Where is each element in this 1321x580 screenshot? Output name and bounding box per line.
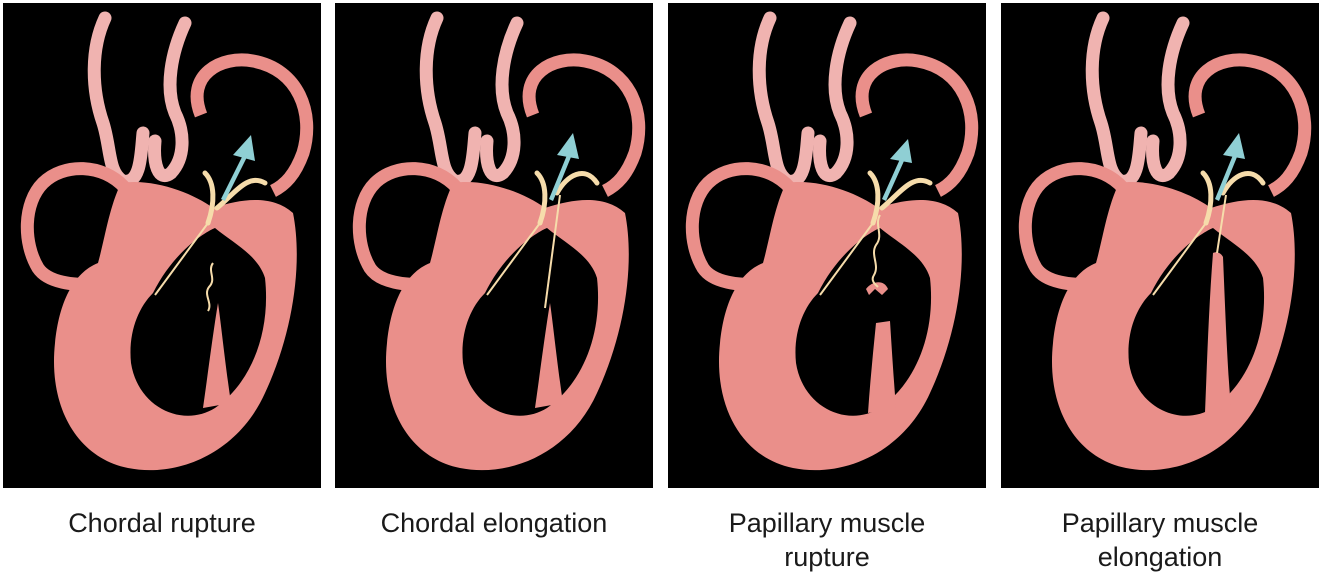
great-vessels — [759, 18, 850, 181]
left-atrium — [197, 60, 307, 191]
panel-papillary-muscle-elongation — [1001, 3, 1319, 488]
left-atrium — [862, 60, 972, 191]
caption-chordal-rupture: Chordal rupture — [0, 506, 327, 540]
regurgitation-arrow — [549, 133, 579, 201]
caption-line: Chordal rupture — [0, 506, 327, 540]
caption-line: Papillary muscle — [995, 506, 1321, 540]
great-vessels — [426, 18, 517, 181]
heart-diagram-papillary-muscle-elongation — [1001, 3, 1319, 488]
heart-diagram-chordal-elongation — [335, 3, 653, 488]
caption-line: rupture — [662, 540, 992, 574]
great-vessels — [1092, 18, 1183, 181]
panel-papillary-muscle-rupture — [668, 3, 986, 488]
caption-papillary-muscle-elongation: Papillary muscle elongation — [995, 506, 1321, 574]
panel-chordal-rupture — [3, 3, 321, 488]
caption-line: Chordal elongation — [329, 506, 659, 540]
caption-line: elongation — [995, 540, 1321, 574]
caption-chordal-elongation: Chordal elongation — [329, 506, 659, 540]
caption-line: Papillary muscle — [662, 506, 992, 540]
regurgitation-arrow — [1215, 133, 1245, 201]
caption-papillary-muscle-rupture: Papillary muscle rupture — [662, 506, 992, 574]
heart-diagram-chordal-rupture — [3, 3, 321, 488]
panel-chordal-elongation — [335, 3, 653, 488]
heart-diagram-papillary-muscle-rupture — [668, 3, 986, 488]
great-vessels — [94, 18, 185, 181]
